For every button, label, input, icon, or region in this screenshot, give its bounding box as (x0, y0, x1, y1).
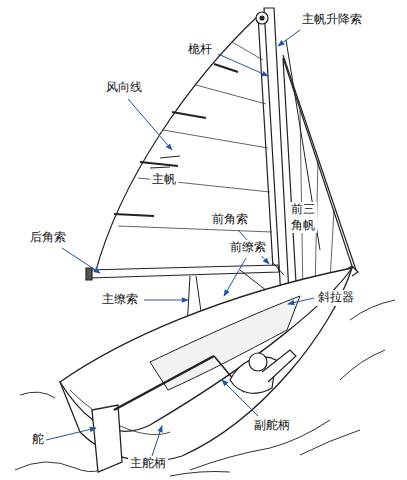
mainsail (95, 16, 273, 274)
mainsail (150, 167, 170, 168)
mast (260, 16, 264, 20)
mainsail (214, 64, 238, 72)
part-label: 副舵柄 (252, 418, 292, 434)
part-label: 后角索 (28, 230, 68, 246)
leader-arrows (144, 300, 188, 301)
part-label: 主帆 (150, 172, 178, 188)
mainsail (114, 214, 154, 216)
boom (88, 265, 279, 278)
part-label: 主缭索 (100, 292, 140, 308)
leader-arrows (278, 30, 300, 46)
part-label: 前角索 (210, 212, 250, 228)
sailor (249, 353, 267, 371)
boom (86, 268, 92, 280)
leader-arrows (288, 298, 314, 304)
leader-arrows (152, 426, 162, 456)
leader-arrows (46, 30, 314, 456)
leader-arrows (224, 258, 246, 296)
rudder-and-tiller (92, 356, 244, 472)
part-label: 斜拉器 (316, 290, 356, 306)
leader-arrows (222, 380, 258, 416)
mast (256, 12, 268, 24)
rigging (272, 262, 284, 275)
water (340, 350, 385, 380)
water (170, 472, 230, 477)
mainsail (150, 156, 180, 168)
mainsail (172, 112, 206, 118)
leader-arrows (218, 54, 268, 76)
mainsail (160, 156, 180, 158)
leader-arrows (62, 248, 100, 273)
hull (150, 296, 300, 390)
mainsail (140, 162, 178, 166)
water (20, 392, 55, 398)
part-label: 风向线 (104, 80, 144, 96)
rigging (286, 40, 320, 250)
hull (60, 268, 352, 431)
part-label: 舵 (30, 432, 46, 448)
mainsail (232, 42, 263, 60)
leader-arrows (46, 428, 96, 440)
rudder-and-tiller (92, 405, 122, 472)
jib (283, 58, 352, 300)
part-label: 前缭索 (228, 240, 268, 256)
part-label: 主帆升降索 (300, 12, 364, 28)
rudder-and-tiller (114, 356, 214, 410)
water (15, 462, 100, 472)
mainsail (118, 42, 272, 232)
part-label: 前三角帆 (289, 202, 317, 233)
mainsail (163, 130, 268, 148)
sailor (230, 350, 296, 393)
sailor (262, 350, 296, 382)
part-label: 桅杆 (186, 42, 214, 58)
mainsail (196, 85, 266, 104)
water (300, 430, 360, 455)
part-label: 主舵柄 (128, 456, 168, 472)
leader-arrows (128, 99, 172, 150)
water (350, 300, 395, 320)
mainsail (95, 16, 273, 274)
